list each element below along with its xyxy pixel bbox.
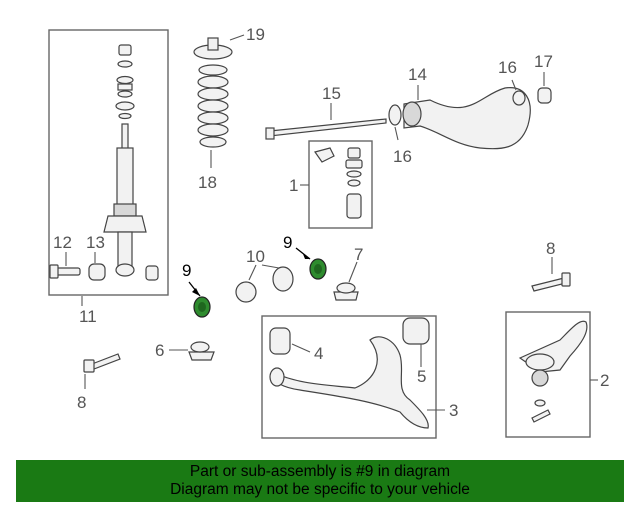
banner-line-part: Part or sub-assembly is #9 in diagram bbox=[189, 463, 451, 480]
callout-6: 6 bbox=[155, 341, 164, 360]
callout-13: 13 bbox=[86, 233, 105, 252]
lower-arm-assembly bbox=[261, 315, 445, 439]
part-10-bushings bbox=[235, 264, 294, 303]
callout-12: 12 bbox=[53, 233, 72, 252]
part-9-bushing-right bbox=[295, 247, 327, 280]
callout-5: 5 bbox=[417, 367, 426, 386]
callout-3: 3 bbox=[449, 401, 458, 420]
lower-arm-box bbox=[261, 315, 437, 439]
callout-9-right: 9 bbox=[283, 233, 292, 252]
callout-9-left: 9 bbox=[182, 261, 191, 280]
callout-8-left: 8 bbox=[77, 393, 86, 412]
part-9-bushing-left bbox=[188, 281, 211, 318]
banner-line-disclaimer: Diagram may not be specific to your vehi… bbox=[170, 481, 470, 498]
callout-15: 15 bbox=[322, 84, 341, 103]
callout-16-lower: 16 bbox=[393, 147, 412, 166]
callout-17: 17 bbox=[534, 52, 553, 71]
callout-10: 10 bbox=[246, 247, 265, 266]
upper-arm-assembly bbox=[265, 72, 552, 150]
coil-spring-assembly bbox=[193, 34, 245, 168]
part-6-stopper bbox=[169, 341, 215, 361]
ball-joint-kit bbox=[300, 140, 373, 229]
part-info-banner: Part or sub-assembly is #9 in diagram Di… bbox=[16, 460, 624, 502]
callout-2: 2 bbox=[600, 371, 609, 390]
callout-16-upper: 16 bbox=[498, 58, 517, 77]
callout-8-right: 8 bbox=[546, 239, 555, 258]
callout-7: 7 bbox=[354, 245, 363, 264]
callout-1: 1 bbox=[289, 176, 298, 195]
shock-absorber-assembly bbox=[48, 29, 169, 306]
ball-joint-assembly bbox=[505, 311, 598, 438]
callout-19: 19 bbox=[246, 25, 265, 44]
part-7-stopper bbox=[333, 261, 359, 301]
callout-11: 11 bbox=[79, 307, 97, 326]
shock-absorber-box bbox=[48, 29, 169, 296]
callout-14: 14 bbox=[408, 65, 427, 84]
callout-18: 18 bbox=[198, 173, 217, 192]
callout-4: 4 bbox=[314, 344, 323, 363]
ball-joint-box bbox=[505, 311, 591, 438]
part-8-bolts bbox=[83, 257, 571, 389]
